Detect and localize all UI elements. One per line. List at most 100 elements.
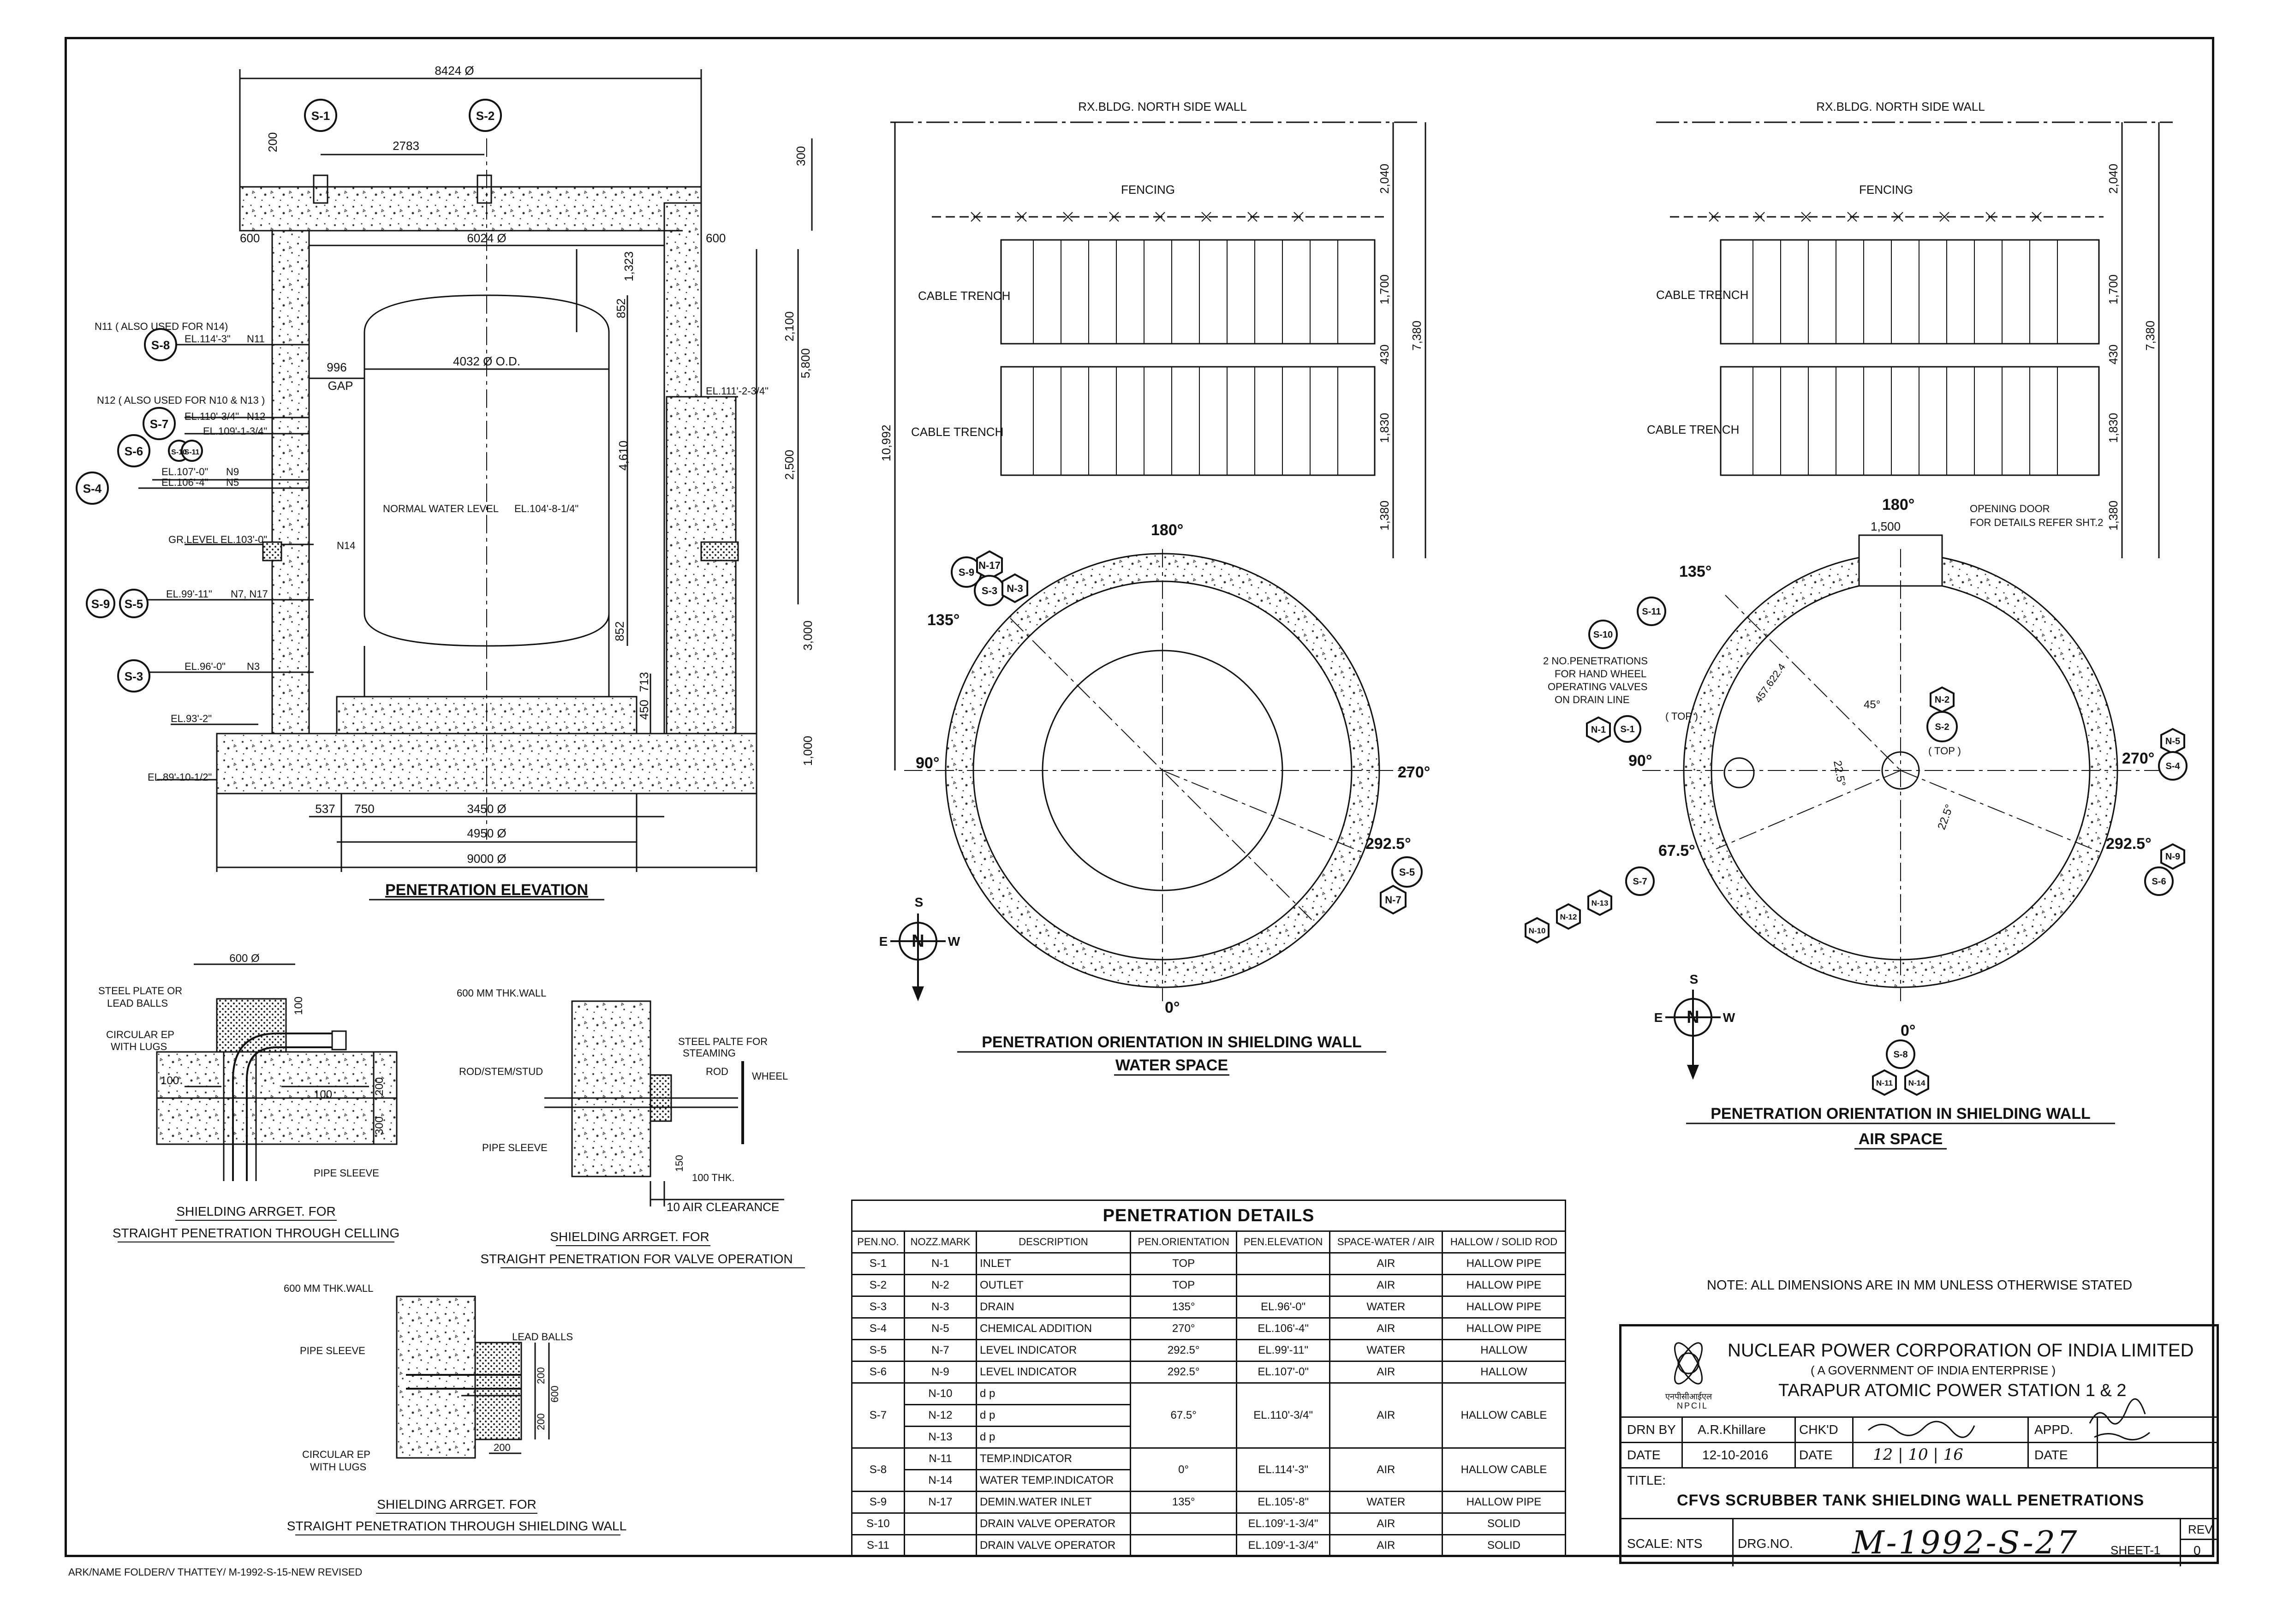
tag-s8: S-8 [151, 338, 170, 352]
cell: EL.109'-1-3/4" [1236, 1512, 1330, 1535]
penetration-elevation [138, 69, 813, 872]
cell: d p [975, 1404, 1131, 1427]
cell: HALLOW CABLE [1441, 1382, 1567, 1449]
dim-600-right: 600 [706, 231, 726, 245]
cell: INLET [975, 1252, 1131, 1275]
drg-no-label: DRG.NO. [1738, 1536, 1793, 1551]
water-tag-s5: S-5 [1399, 866, 1415, 878]
tag-s2: S-2 [476, 109, 495, 123]
table-header-row: PEN.NO. NOZZ.MARK DESCRIPTION PEN.ORIENT… [851, 1230, 1567, 1254]
tag-s6: S-6 [125, 444, 143, 458]
air-tag-n11: N-11 [1876, 1079, 1893, 1087]
cell: TEMP.INDICATOR [975, 1447, 1131, 1470]
tag-s10: S-10 [171, 448, 187, 456]
water-dim-1380: 1,380 [1377, 501, 1391, 531]
cell: EL.106'-4" [1236, 1317, 1330, 1340]
cell: EL.114'-3" [1236, 1447, 1330, 1492]
air-door-note-2: FOR DETAILS REFER SHT.2 [1970, 517, 2103, 528]
cell: HALLOW [1441, 1361, 1567, 1384]
checked-date: 12 | 10 | 16 [1873, 1445, 1963, 1464]
air-dim-430: 430 [2106, 345, 2120, 364]
air-angle-292: 292.5° [2106, 835, 2152, 853]
detail-ceiling [156, 963, 398, 1181]
header-description: DESCRIPTION [975, 1230, 1131, 1254]
cell: S-6 [851, 1361, 905, 1384]
cell: LEVEL INDICATOR [975, 1339, 1131, 1362]
cell: N-3 [903, 1296, 977, 1319]
header-space: SPACE-WATER / AIR [1329, 1230, 1443, 1254]
air-fencing: FENCING [1859, 183, 1913, 197]
dim-3450: 3450 Ø [467, 802, 506, 816]
cell: 292.5° [1129, 1361, 1238, 1384]
d2-air-clearance: 10 AIR CLEARANCE [667, 1200, 779, 1214]
elevation-title: PENETRATION ELEVATION [385, 881, 588, 899]
water-tag-s3: S-3 [982, 585, 997, 597]
compass-air-n: N [1687, 1008, 1699, 1027]
compass-air-w: W [1723, 1010, 1735, 1025]
dim-537: 537 [315, 802, 335, 816]
cell: AIR [1329, 1252, 1443, 1275]
air-tag-s1: S-1 [1620, 724, 1634, 734]
air-tag-n12: N-12 [1560, 913, 1577, 921]
air-note-2: FOR HAND WHEEL [1555, 668, 1646, 680]
d3-title-1: SHIELDING ARRGET. FOR [377, 1497, 536, 1511]
air-space-view [1642, 121, 2173, 1001]
note-n12: N12 ( ALSO USED FOR N10 & N13 ) [97, 394, 265, 406]
el-89: EL.89'-10-1/2" [148, 771, 212, 783]
rev-number: 0 [2194, 1543, 2201, 1558]
water-dim-1830: 1,830 [1377, 413, 1391, 443]
air-tag-s2: S-2 [1935, 722, 1949, 732]
dim-713: 713 [637, 672, 651, 692]
tag-s5: S-5 [125, 597, 143, 611]
title-label: TITLE: [1627, 1473, 1666, 1487]
dim-200: 200 [266, 132, 280, 152]
cell: OUTLET [975, 1274, 1131, 1297]
cell [1129, 1534, 1238, 1557]
gap-label: GAP [328, 379, 353, 393]
dim-6024: 6024 Ø [467, 231, 506, 245]
water-dim-430: 430 [1377, 345, 1391, 364]
left-wall [271, 230, 310, 734]
el-n14: N14 [337, 540, 355, 551]
water-dim-10992: 10,992 [879, 424, 893, 461]
el-n12: N12 [247, 411, 265, 422]
water-cable-trench-2: CABLE TRENCH [911, 425, 1003, 439]
cell: DRAIN VALVE OPERATOR [975, 1512, 1131, 1535]
cell: AIR [1329, 1274, 1443, 1297]
cell [1129, 1512, 1238, 1535]
cell: S-9 [851, 1491, 905, 1514]
cell: HALLOW PIPE [1441, 1274, 1567, 1297]
dim-852-bottom: 852 [613, 621, 626, 641]
air-top-1: ( TOP ) [1665, 710, 1698, 722]
air-angle-90: 90° [1628, 752, 1652, 770]
d1-dim-100b: 100 [314, 1088, 332, 1101]
d1-dim-100a: 100 [161, 1075, 179, 1087]
el-111: EL.111'-2-3/4" [706, 385, 769, 397]
d1-pipe-sleeve: PIPE SLEEVE [314, 1167, 379, 1179]
water-fencing: FENCING [1121, 183, 1175, 197]
cell: N-2 [903, 1274, 977, 1297]
water-angle-292: 292.5° [1365, 835, 1411, 853]
air-angle-135: 135° [1679, 563, 1711, 580]
air-door-note-1: OPENING DOOR [1970, 503, 2050, 514]
air-tag-n10: N-10 [1529, 926, 1546, 935]
water-tag-n3: N-3 [1007, 583, 1023, 594]
cell: N-5 [903, 1317, 977, 1340]
d1-dim-200: 200 [373, 1077, 386, 1096]
cell: AIR [1329, 1317, 1443, 1340]
el-99: EL.99'-11" [166, 588, 212, 600]
d3-pipe-sleeve: PIPE SLEEVE [300, 1345, 365, 1356]
water-angle-180: 180° [1151, 521, 1183, 539]
tag-s4: S-4 [83, 482, 102, 496]
station-name: TARAPUR ATOMIC POWER STATION 1 & 2 [1778, 1381, 2127, 1400]
dim-4610: 4,610 [616, 441, 630, 471]
cell: HALLOW CABLE [1441, 1447, 1567, 1492]
d2-wheel: WHEEL [752, 1070, 788, 1082]
drawing-number: M-1992-S-27 [1852, 1525, 2079, 1561]
cell: 135° [1129, 1296, 1238, 1319]
date-label-1: DATE [1627, 1448, 1661, 1462]
